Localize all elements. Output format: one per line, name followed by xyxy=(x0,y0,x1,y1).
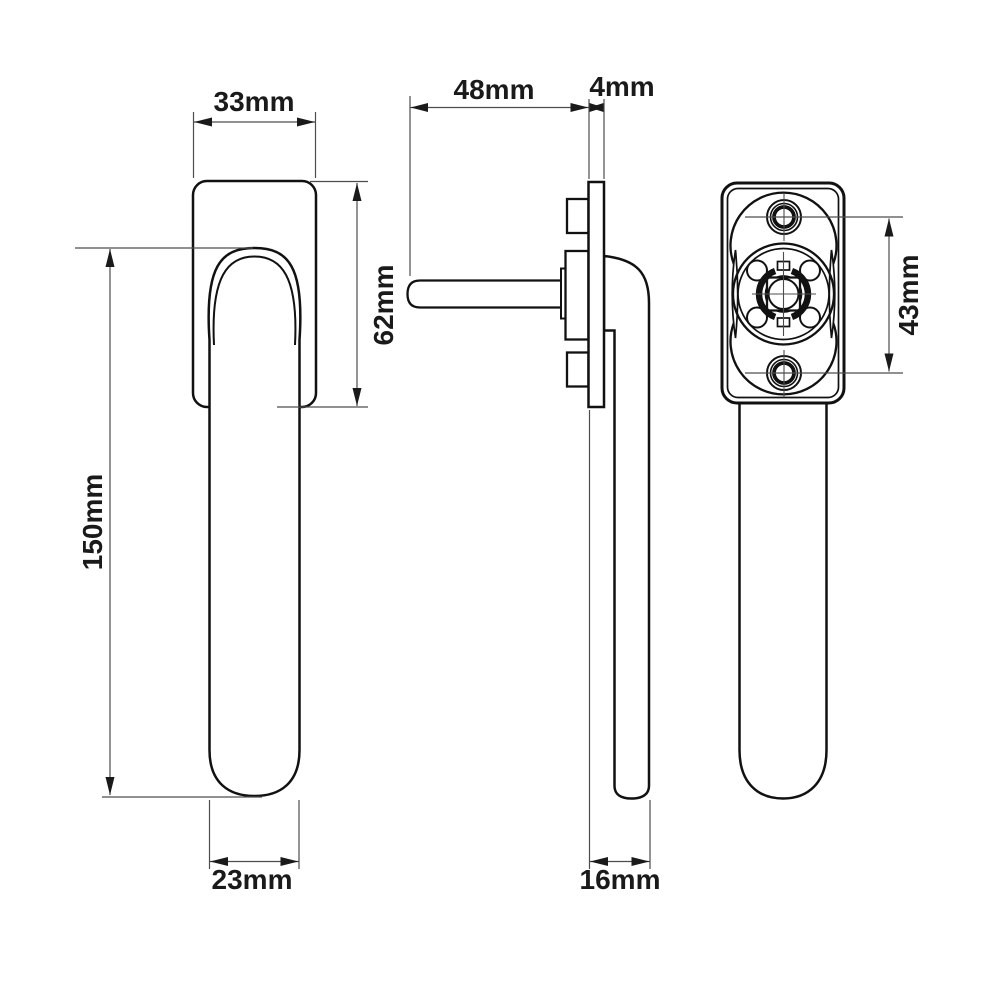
back-handle-body xyxy=(738,395,828,800)
dim-handle-depth xyxy=(588,410,651,869)
label-plate-width: 33mm xyxy=(213,86,295,117)
side-spindle xyxy=(406,279,564,309)
dimension-annotations xyxy=(75,96,903,869)
label-fixing-centres: 43mm xyxy=(893,254,924,336)
dim-plate-thickness xyxy=(588,99,605,179)
rosette-hole-top-left xyxy=(746,259,768,282)
front-view xyxy=(191,179,318,798)
back-boss-top-arc xyxy=(729,191,838,265)
side-center-boss xyxy=(564,249,590,341)
front-handle-body xyxy=(207,246,302,798)
back-view xyxy=(720,181,846,800)
back-left-sliver xyxy=(731,249,739,339)
side-view xyxy=(406,180,651,800)
front-handle-neck-inner-arc xyxy=(212,255,297,346)
rosette-inner-circle xyxy=(737,247,830,341)
rosette-hole-bottom-right xyxy=(799,306,821,329)
rosette-hole-top-right xyxy=(799,259,821,282)
side-handle-profile xyxy=(602,254,651,800)
label-plate-thickness: 4mm xyxy=(589,71,655,102)
dim-plate-width xyxy=(192,112,317,178)
label-handle-length: 150mm xyxy=(77,473,108,571)
side-top-lug xyxy=(565,197,590,235)
back-right-sliver xyxy=(828,249,836,339)
label-handle-depth: 16mm xyxy=(579,864,661,895)
dim-handle-width xyxy=(208,800,300,869)
side-backplate-edge xyxy=(587,180,606,409)
dim-spindle-length xyxy=(409,96,589,276)
dim-fixing-centres xyxy=(745,216,903,374)
rosette-outer-circle xyxy=(731,242,836,346)
dim-plate-height xyxy=(277,180,368,408)
rosette-hole-bottom-left xyxy=(746,306,768,329)
label-handle-width: 23mm xyxy=(211,864,293,895)
label-spindle-length: 48mm xyxy=(453,74,535,105)
label-plate-height: 62mm xyxy=(368,264,399,346)
side-bottom-lug xyxy=(565,351,590,388)
dim-handle-length xyxy=(75,247,262,798)
back-backplate-inner-line xyxy=(726,187,840,399)
